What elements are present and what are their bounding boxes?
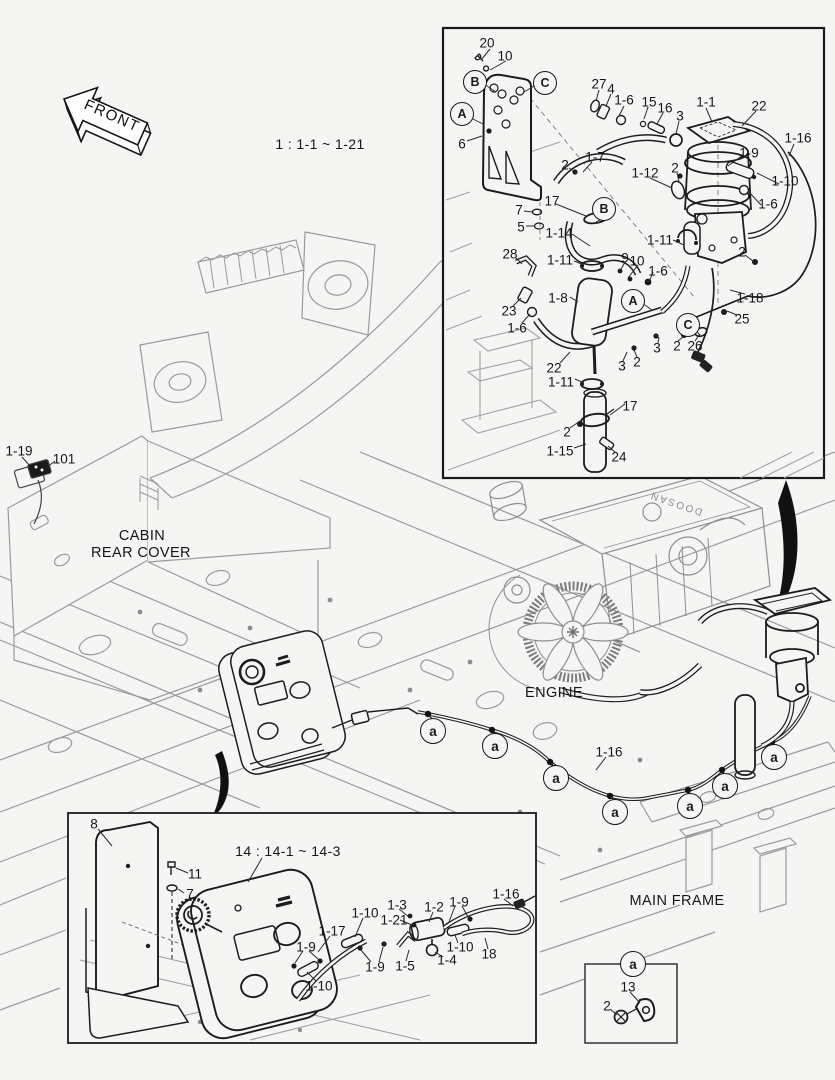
detail1-art	[445, 53, 825, 479]
detail2-art	[79, 820, 536, 1041]
boom-structure	[139, 211, 541, 499]
clampbox-art	[613, 998, 656, 1025]
installed-fuel-parts	[213, 480, 832, 815]
engine-art	[488, 475, 771, 703]
front-arrow	[62, 86, 152, 157]
engine-emblem	[642, 502, 662, 522]
engine-fan	[517, 581, 629, 683]
main-frame-art	[0, 451, 835, 1011]
detail-box-clamp	[584, 963, 678, 1044]
cabin-rear-cover	[7, 435, 331, 701]
